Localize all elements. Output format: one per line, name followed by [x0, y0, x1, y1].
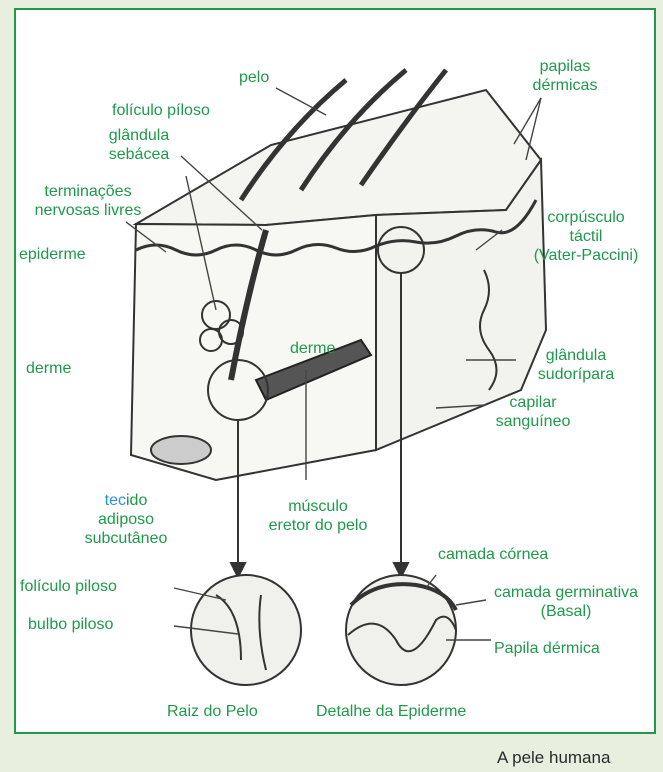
- label-glandula-sebacea: glândula sebácea: [96, 126, 182, 164]
- label-tecido-part-b: ido: [126, 492, 147, 509]
- label-foliculo-piloso-detail: folículo piloso: [20, 577, 117, 596]
- label-raiz-do-pelo: Raiz do Pelo: [167, 702, 258, 721]
- label-pelo: pelo: [239, 68, 269, 87]
- label-glandula-sudoripara: glândula sudorípara: [526, 346, 626, 384]
- label-epiderme: epiderme: [19, 245, 86, 264]
- label-camada-germinativa: camada germinativa (Basal): [486, 583, 646, 621]
- label-papilas-dermicas: papilas dérmicas: [520, 57, 610, 95]
- label-camada-cornea: camada córnea: [438, 545, 548, 564]
- figure-frame: pelo papilas dérmicas folículo píloso gl…: [14, 8, 656, 734]
- label-tecido: tecido: [91, 491, 161, 510]
- label-derme-left: derme: [26, 359, 71, 378]
- label-bulbo-piloso: bulbo piloso: [28, 615, 113, 634]
- label-adiposo-subcutaneo: adiposo subcutâneo: [74, 510, 178, 548]
- label-terminacoes-nervosas: terminações nervosas livres: [18, 182, 158, 220]
- figure-caption: A pele humana: [497, 748, 610, 767]
- label-foliculo-piloso-top: folículo píloso: [112, 101, 210, 120]
- label-tecido-part-a: tec: [105, 492, 126, 509]
- label-musculo-eretor: músculo eretor do pelo: [258, 497, 378, 535]
- label-derme-center: derme: [290, 339, 335, 358]
- adipose-tissue: [151, 436, 211, 464]
- label-detalhe-epiderme: Detalhe da Epiderme: [316, 702, 466, 721]
- label-capilar-sanguineo: capilar sanguíneo: [488, 393, 578, 431]
- label-papila-dermica: Papila dérmica: [494, 639, 600, 658]
- label-corpusculo-tactil: corpúsculo táctil (Vater-Paccini): [526, 208, 646, 265]
